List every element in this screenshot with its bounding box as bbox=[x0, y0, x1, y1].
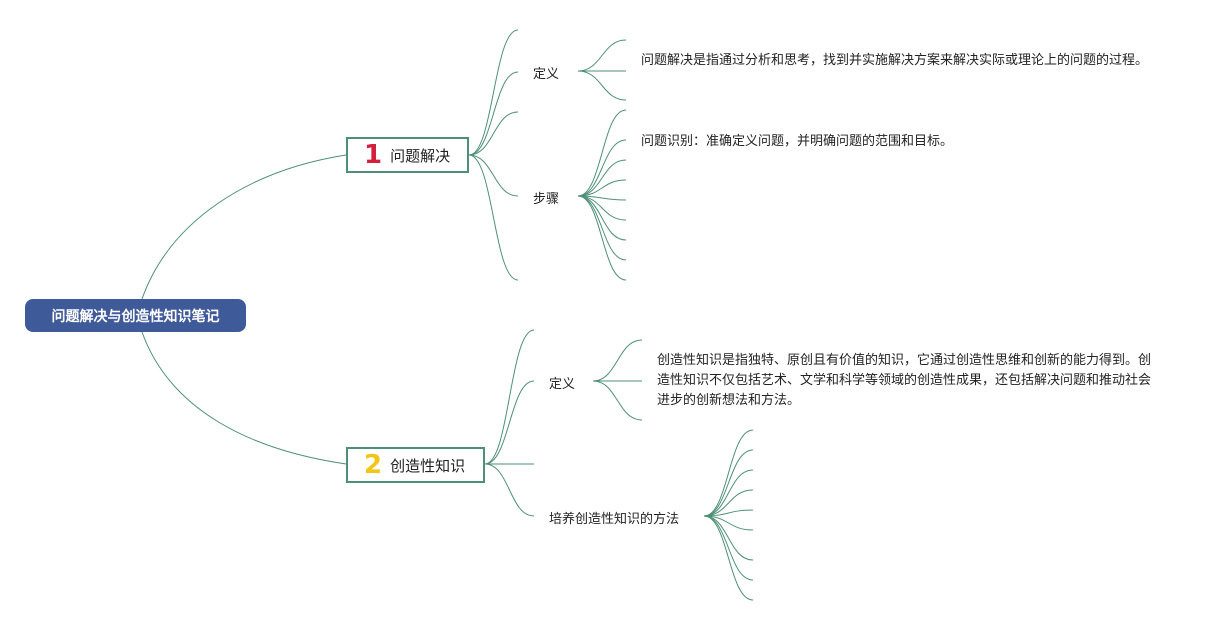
methods-link-2 bbox=[703, 469, 754, 517]
methods-link-6 bbox=[703, 515, 754, 561]
branch-1-link-0 bbox=[468, 29, 519, 156]
root-node[interactable]: 问题解决与创造性知识笔记 bbox=[25, 299, 246, 332]
topic-cultivation-methods[interactable]: 培养创造性知识的方法 bbox=[549, 512, 680, 527]
root-label: 问题解决与创造性知识笔记 bbox=[51, 308, 220, 325]
branch-node-creative-knowledge[interactable]: 2 创造性知识 bbox=[346, 447, 485, 483]
root-to-branch-2-link bbox=[141, 331, 347, 465]
methods-link-0 bbox=[703, 429, 754, 517]
steps-link-2 bbox=[577, 159, 627, 197]
leaf-step-1[interactable]: 问题识别：准确定义问题，并明确问题的范围和目标。 bbox=[641, 134, 954, 149]
branch-node-problem-solving[interactable]: 1 问题解决 bbox=[346, 137, 469, 173]
definition-2-link-0 bbox=[592, 339, 643, 382]
branch-1-link-1 bbox=[468, 71, 519, 156]
steps-link-0 bbox=[577, 109, 627, 197]
steps-link-1 bbox=[577, 139, 627, 197]
branch-number-badge: 2 bbox=[364, 450, 383, 480]
branch-1-link-4 bbox=[468, 154, 519, 281]
definition-2-link-2 bbox=[592, 380, 643, 421]
topic-steps[interactable]: 步骤 bbox=[533, 192, 560, 207]
branch-label: 问题解决 bbox=[390, 146, 451, 165]
branch-2-link-1 bbox=[484, 380, 535, 465]
steps-link-8 bbox=[577, 195, 627, 281]
branch-2-link-3 bbox=[484, 463, 535, 517]
topic-definition-2[interactable]: 定义 bbox=[549, 377, 576, 392]
definition-1-link-0 bbox=[577, 39, 627, 72]
root-to-branch-1-link bbox=[141, 154, 347, 300]
definition-1-link-2 bbox=[577, 70, 627, 101]
branch-number-badge: 1 bbox=[364, 140, 383, 170]
methods-link-8 bbox=[703, 515, 754, 601]
methods-link-3 bbox=[703, 489, 754, 517]
steps-link-6 bbox=[577, 195, 627, 241]
steps-link-3 bbox=[577, 179, 627, 197]
branch-2-link-0 bbox=[484, 329, 535, 465]
leaf-definition-text-1[interactable]: 问题解决是指通过分析和思考，找到并实施解决方案来解决实际或理论上的问题的过程。 bbox=[641, 53, 1149, 68]
branch-1-link-3 bbox=[468, 154, 519, 197]
topic-definition-1[interactable]: 定义 bbox=[533, 67, 560, 82]
branch-1-link-2 bbox=[468, 111, 519, 156]
steps-link-7 bbox=[577, 195, 627, 261]
leaf-definition-text-2[interactable]: 创造性知识是指独特、原创且有价值的知识，它通过创造性思维和创新的能力得到。创造性… bbox=[657, 353, 1152, 408]
methods-link-1 bbox=[703, 449, 754, 517]
methods-link-7 bbox=[703, 515, 754, 581]
branch-label: 创造性知识 bbox=[390, 456, 466, 475]
